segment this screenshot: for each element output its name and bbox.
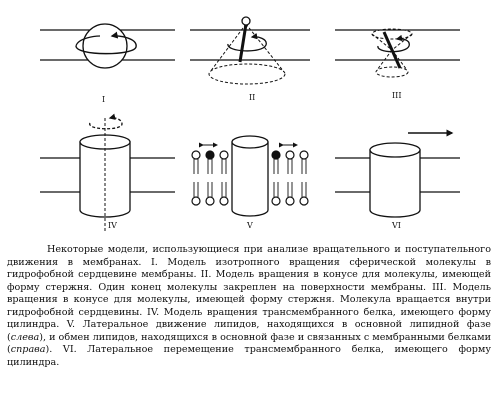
membrane-planes <box>190 29 310 61</box>
panel-label-6: VI <box>391 221 401 230</box>
caption-part-3: ). VI. Латеральное перемещение трансмемб… <box>7 344 491 368</box>
anchor-head-group <box>241 16 251 26</box>
rotation-arrow <box>377 34 410 53</box>
panel-4-cylinder-rotation: IV <box>40 113 175 232</box>
panel-label-1: I <box>102 95 105 104</box>
figure-caption: Некоторые модели, использующиеся при ана… <box>7 244 491 369</box>
panel-label-5: V <box>246 221 253 230</box>
sphere-molecule <box>82 23 128 69</box>
panel-5-lipid-exchange: V <box>191 135 309 230</box>
membrane-models-figure: I II III <box>40 16 460 232</box>
rotation-arrow <box>227 32 267 52</box>
rod-molecule <box>238 23 248 63</box>
caption-part-1: Некоторые модели, использующиеся при ана… <box>7 244 491 343</box>
caption-part-2: ), и обмен липидов, находящихся в основн… <box>7 331 491 356</box>
panel-label-4: IV <box>108 221 117 230</box>
rotation-arrow <box>89 113 123 130</box>
cone-outline <box>208 23 286 85</box>
panel-label-2: II <box>249 93 255 102</box>
cylinder-protein <box>369 142 421 218</box>
membrane-planes <box>335 157 460 193</box>
caption-left: слева <box>10 331 40 343</box>
panel-6-cylinder-translation: VI <box>335 129 460 230</box>
membrane-planes <box>335 29 460 61</box>
rotation-ring-back <box>75 35 101 47</box>
panel-label-3: III <box>392 91 401 100</box>
lipid-row-top <box>191 150 309 160</box>
lipid-tails <box>193 159 307 197</box>
lipid-row-bottom <box>191 196 309 206</box>
caption-right: справа <box>10 344 46 355</box>
membrane-planes <box>40 157 175 193</box>
panel-3-cone-in-core: III <box>335 28 460 100</box>
cone-outline <box>371 28 413 78</box>
panel-2-cone-anchored: II <box>190 16 310 102</box>
panel-1-sphere-rotation: I <box>40 23 175 104</box>
rotation-ring-arrow <box>75 31 137 55</box>
rod-molecule <box>382 31 402 69</box>
cylinder-protein <box>231 135 269 217</box>
